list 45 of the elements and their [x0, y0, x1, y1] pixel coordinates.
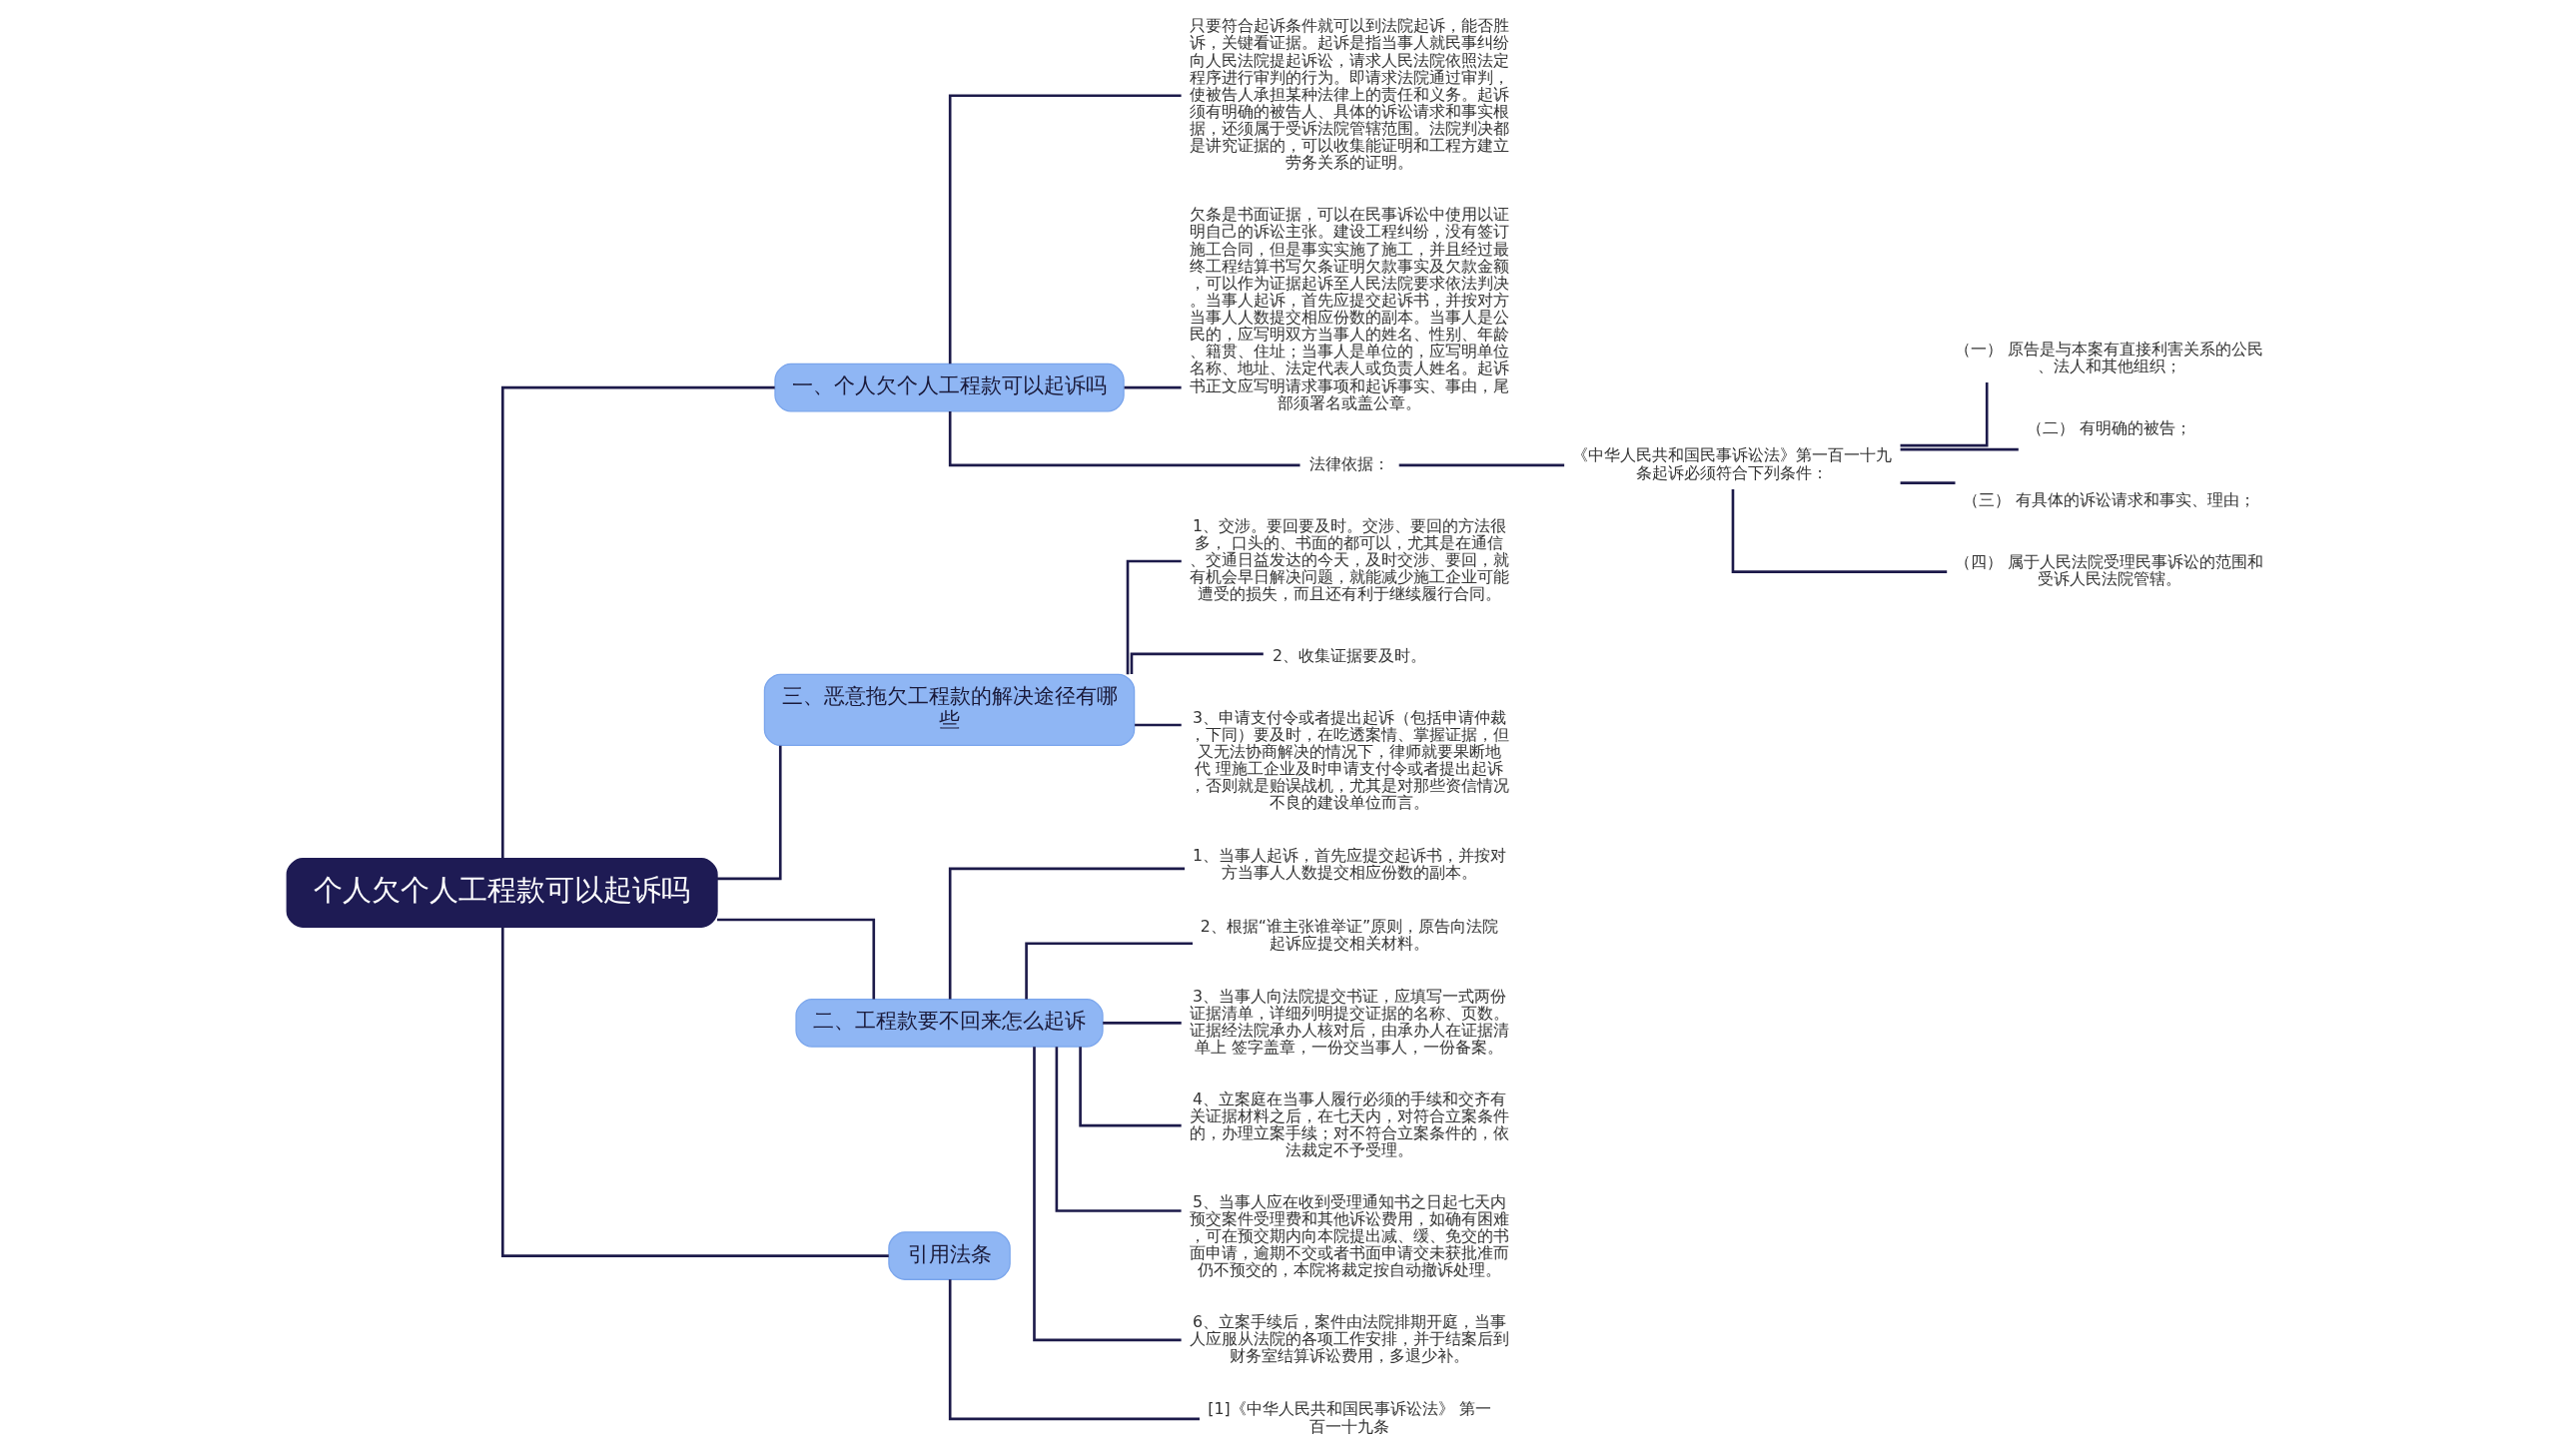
connector: [716, 745, 782, 881]
connector: [948, 410, 1300, 467]
connector: [500, 927, 889, 1257]
connector: [500, 385, 775, 859]
connector: [1398, 463, 1564, 467]
node-text: （二） 有明确的被告；: [2026, 418, 2191, 438]
node-box: 二、工程款要不回来怎么起诉: [794, 999, 1104, 1048]
node-box: 三、恶意拖欠工程款的解决途径有哪些: [763, 673, 1135, 747]
connector: [1130, 652, 1264, 675]
node-box: 引用法条: [887, 1231, 1011, 1280]
connector: [1032, 1047, 1182, 1342]
node-text: 只要符合起诉条件就可以到法院起诉，能否胜诉，关键看证据。起诉是指当事人就民事纠纷向人民法院提起诉讼，请求人民法院依照法定程序进行审判的行为。即请求法院通过审判，使被告人承担某种法律上的责任和义务。起诉须有明确的被告人、具体的诉讼请求和事实根据，还须属于受诉法院管辖范围。法院判决都是讲究证据的，可以收集能证明和工程方建立劳务关系的证明。: [1189, 16, 1509, 173]
connector: [1900, 481, 1955, 484]
connector: [948, 1279, 1200, 1421]
node-text: （一） 原告是与本案有直接利害关系的公民、法人和其他组织；: [1954, 339, 2263, 375]
node-text: 6、立案手续后，案件由法院排期开庭，当事人应服从法院的各项工作安排，并于结案后到财务室结算诉讼费用，多退少补。: [1189, 1311, 1509, 1366]
node-text: [1]《中华人民共和国民事诉讼法》 第一百一十九条: [1207, 1399, 1491, 1436]
connector: [1731, 489, 1947, 573]
node-text: 3、申请支付令或者提出起诉（包括申请仲裁，下同）要及时，在吃透案情、掌握证据，但又无法协商解决的情况下，律师就要果断地代 理施工企业及时申请支付令或者提出起诉，否则就是贻误战机，尤其是对那些资信情况不良的建设单位而言。: [1189, 707, 1509, 813]
node-text: 3、当事人向法院提交书证，应填写一式两份证据清单，详细列明提交证据的名称、页数。证据经法院承办人核对后，由承办人在证据清单上 签字盖章，一份交当事人，一份备案。: [1189, 986, 1509, 1058]
connector: [1126, 559, 1182, 675]
node-text: 欠条是书面证据，可以在民事诉讼中使用以证明自己的诉讼主张。建设工程纠纷，没有签订施工合同，但是事实实施了施工，并且经过最终工程结算书写欠条证明欠款事实及欠款金额，可以作为证据起诉至人民法院要求依法判决。当事人起诉，首先应提交起诉书，并按对方当事人人数提交相应份数的副本。当事人是公民的，应写明双方当事人的姓名、性别、年龄、籍贯、住址；当事人是单位的，应写明单位名称、地址、法定代表人或负责人姓名。起诉书正文应写明请求事项和起诉事实、事由，尾部须署名或盖公章。: [1189, 205, 1509, 412]
node-text: 1、交涉。要回要及时。交涉、要回的方法很多， 口头的、书面的都可以，尤其是在通信、交通日益发达的今天，及时交涉、要回，就有机会早日解决问题，就能减少施工企业可能遭受的损失，而且还有利于继续履行合同。: [1189, 515, 1509, 604]
connector: [1078, 1047, 1182, 1127]
connector: [1900, 447, 2019, 451]
connector: [1024, 942, 1193, 1000]
connector: [948, 94, 1182, 364]
node-text: 4、立案庭在当事人履行必须的手续和交齐有关证据材料之后，在七天内，对符合立案条件的，办理立案手续；对不符合立案条件的，依法裁定不予受理。: [1189, 1089, 1509, 1159]
node-box: 个人欠个人工程款可以起诉吗: [286, 858, 718, 928]
node-text: 1、当事人起诉，首先应提交起诉书，并按对方当事人人数提交相应份数的副本。: [1192, 845, 1506, 882]
connector: [1134, 723, 1182, 727]
connector: [948, 867, 1185, 1000]
node-text: 2、收集证据要及时。: [1272, 646, 1426, 666]
connector: [1124, 385, 1182, 389]
node-text: 2、根据“谁主张谁举证”原则，原告向法院起诉应提交相关材料。: [1200, 916, 1498, 954]
connector: [1102, 1022, 1182, 1025]
connector: [1900, 381, 1988, 447]
connector: [1055, 1047, 1182, 1212]
node-box: 一、个人欠个人工程款可以起诉吗: [773, 363, 1125, 412]
node-text: 5、当事人应在收到受理通知书之日起七天内预交案件受理费和其他诉讼费用，如确有困难，可在预交期内向本院提出减、缓、免交的书面申请，逾期不交或者书面申请交未获批准而仍不预交的，本院将裁定按自动撤诉处理。: [1189, 1191, 1509, 1280]
node-text: （四） 属于人民法院受理民事诉讼的范围和受诉人民法院管辖。: [1954, 552, 2263, 589]
node-text: 《中华人民共和国民事诉讼法》第一百一十九条起诉必须符合下列条件：: [1571, 445, 1892, 482]
node-text: （三） 有具体的诉讼请求和事实、理由；: [1962, 489, 2255, 509]
node-text: 法律依据：: [1308, 453, 1389, 473]
connector: [716, 918, 875, 1000]
